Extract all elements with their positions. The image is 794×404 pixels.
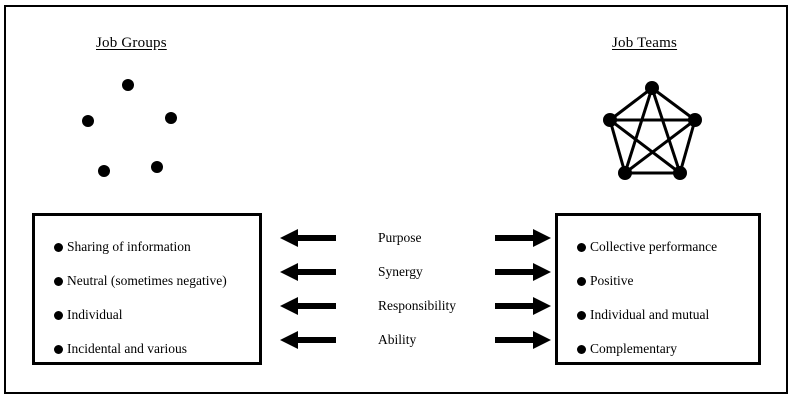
bullet-icon bbox=[54, 344, 63, 354]
arrow-left-icon bbox=[280, 297, 336, 315]
graph-edge bbox=[678, 118, 697, 175]
graph-node bbox=[98, 165, 110, 177]
attribute-text: Individual and mutual bbox=[590, 307, 710, 322]
graph-node bbox=[603, 113, 617, 127]
right-arrow-cell bbox=[495, 228, 555, 248]
arrow-shape bbox=[495, 331, 551, 349]
comparison-row: Responsibility bbox=[280, 289, 555, 323]
graph-edge bbox=[650, 86, 682, 175]
comparison-row: Synergy bbox=[280, 255, 555, 289]
list-item: Individual bbox=[35, 298, 259, 332]
arrow-right-icon bbox=[495, 331, 551, 349]
attribute-text: Collective performance bbox=[590, 239, 718, 254]
job-groups-heading: Job Groups bbox=[96, 35, 167, 51]
left-arrow-cell bbox=[280, 262, 340, 282]
graph-edge bbox=[608, 118, 627, 175]
right-arrow-cell bbox=[495, 330, 555, 350]
left-arrow-cell bbox=[280, 296, 340, 316]
dimension-label: Ability bbox=[378, 332, 417, 347]
comparison-row: Ability bbox=[280, 323, 555, 357]
list-item: Neutral (sometimes negative) bbox=[35, 264, 259, 298]
list-item: Collective performance bbox=[558, 230, 758, 264]
dimension-label: Responsibility bbox=[378, 298, 457, 313]
graph-node bbox=[151, 161, 163, 173]
attribute-text: Sharing of information bbox=[67, 239, 191, 254]
dimension-label: Purpose bbox=[378, 230, 422, 245]
graph-edge bbox=[650, 86, 697, 122]
dimension-label: Synergy bbox=[378, 264, 423, 279]
attribute-text: Positive bbox=[590, 273, 634, 288]
arrow-shape bbox=[280, 229, 336, 247]
bullet-icon bbox=[577, 276, 586, 286]
attribute-text: Neutral (sometimes negative) bbox=[67, 273, 227, 288]
bullet-icon bbox=[54, 242, 63, 252]
comparison-row: Purpose bbox=[280, 221, 555, 255]
right-arrow-cell bbox=[495, 262, 555, 282]
list-item: Complementary bbox=[558, 332, 758, 366]
graph-node bbox=[673, 166, 687, 180]
figure-border bbox=[4, 5, 788, 394]
arrow-left-icon bbox=[280, 263, 336, 281]
list-item: Incidental and various bbox=[35, 332, 259, 366]
graph-node bbox=[688, 113, 702, 127]
list-item: Positive bbox=[558, 264, 758, 298]
graph-node bbox=[122, 79, 134, 91]
bullet-icon bbox=[577, 310, 586, 320]
bullet-icon bbox=[54, 276, 63, 286]
graph-edge bbox=[623, 118, 697, 175]
graph-node bbox=[165, 112, 177, 124]
job-groups-graph bbox=[82, 79, 177, 177]
arrow-shape bbox=[280, 331, 336, 349]
arrow-shape bbox=[495, 229, 551, 247]
list-item: Individual and mutual bbox=[558, 298, 758, 332]
left-arrow-cell bbox=[280, 330, 340, 350]
arrow-right-icon bbox=[495, 229, 551, 247]
attribute-text: Complementary bbox=[590, 341, 677, 356]
graph-node bbox=[618, 166, 632, 180]
arrow-left-icon bbox=[280, 331, 336, 349]
graph-edge bbox=[623, 86, 654, 175]
graph-edge bbox=[608, 118, 682, 175]
arrow-shape bbox=[280, 297, 336, 315]
arrow-shape bbox=[495, 263, 551, 281]
arrow-right-icon bbox=[495, 263, 551, 281]
left-arrow-cell bbox=[280, 228, 340, 248]
right-arrow-cell bbox=[495, 296, 555, 316]
arrow-left-icon bbox=[280, 229, 336, 247]
job-teams-node-diagram bbox=[592, 70, 712, 195]
list-item: Sharing of information bbox=[35, 230, 259, 264]
job-groups-node-diagram bbox=[70, 70, 190, 195]
arrow-shape bbox=[280, 263, 336, 281]
job-teams-graph bbox=[603, 81, 702, 180]
graph-edge bbox=[608, 86, 654, 122]
job-teams-heading: Job Teams bbox=[612, 35, 678, 51]
arrow-shape bbox=[495, 297, 551, 315]
graph-node bbox=[645, 81, 659, 95]
attribute-text: Individual bbox=[67, 307, 123, 322]
attribute-text: Incidental and various bbox=[67, 341, 187, 356]
arrow-right-icon bbox=[495, 297, 551, 315]
graph-node bbox=[82, 115, 94, 127]
bullet-icon bbox=[577, 344, 586, 354]
bullet-icon bbox=[577, 242, 586, 252]
bullet-icon bbox=[54, 310, 63, 320]
